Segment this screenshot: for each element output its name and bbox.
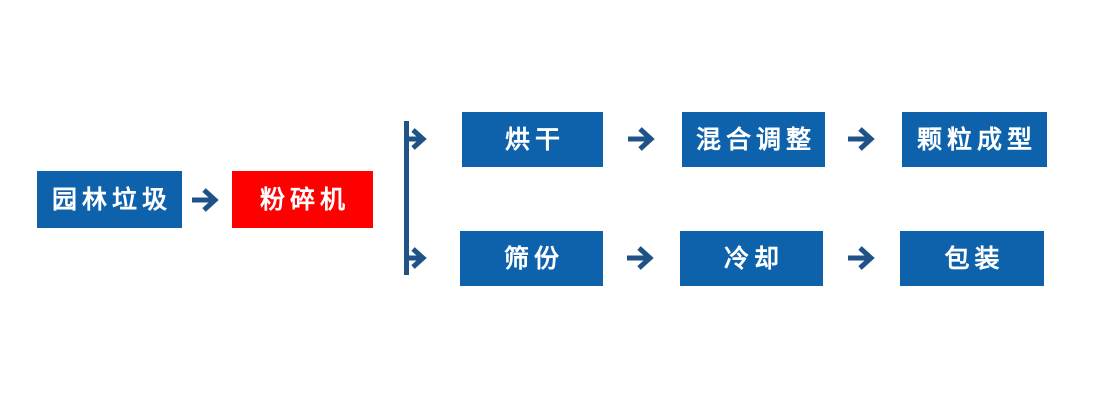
node-packing-label: 包装 xyxy=(944,244,1005,273)
node-garden-waste-label: 园林垃圾 xyxy=(51,185,172,214)
node-pellet-forming: 颗粒成型 xyxy=(902,112,1047,167)
branch-connector-icon xyxy=(404,121,427,275)
arrow-right-icon xyxy=(192,188,219,212)
arrow-right-icon xyxy=(627,246,654,270)
node-crusher: 粉碎机 xyxy=(232,171,373,228)
node-drying: 烘干 xyxy=(462,112,603,167)
node-packing: 包装 xyxy=(900,231,1044,286)
node-crusher-label: 粉碎机 xyxy=(259,185,350,214)
node-garden-waste: 园林垃圾 xyxy=(37,171,182,228)
arrow-right-icon xyxy=(848,127,875,151)
arrow-right-icon xyxy=(848,246,875,270)
node-drying-label: 烘干 xyxy=(504,125,565,154)
node-sieving-label: 筛份 xyxy=(503,244,564,273)
node-cooling: 冷却 xyxy=(680,231,823,286)
node-mixing-adjust: 混合调整 xyxy=(682,112,825,167)
node-pellet-forming-label: 颗粒成型 xyxy=(916,125,1037,154)
arrow-right-icon xyxy=(628,127,655,151)
node-cooling-label: 冷却 xyxy=(723,244,784,273)
node-sieving: 筛份 xyxy=(460,231,603,286)
node-mixing-adjust-label: 混合调整 xyxy=(695,125,816,154)
